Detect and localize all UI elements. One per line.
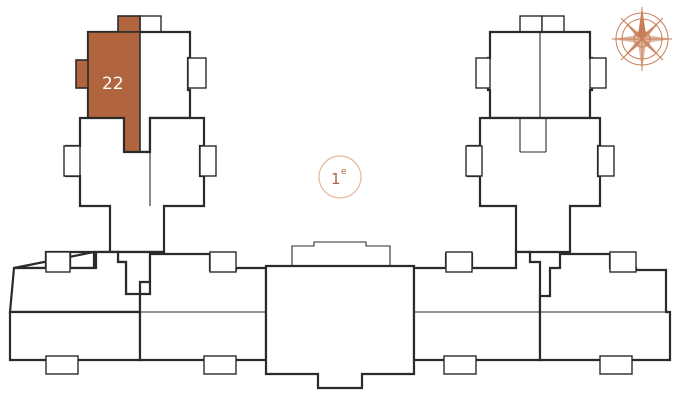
unit-middle-right-outline[interactable]	[466, 116, 602, 254]
balcony-box	[139, 15, 162, 33]
unit-connector-left[interactable]	[138, 252, 268, 362]
balcony-box	[45, 251, 71, 273]
right-wing	[412, 15, 672, 375]
balcony-box	[519, 15, 543, 33]
unit-lower-left-front[interactable]	[8, 310, 142, 362]
unit-connector-right[interactable]	[412, 250, 542, 362]
center-core: 1 e	[264, 155, 416, 390]
compass-rose-icon	[612, 7, 672, 71]
balcony-box	[45, 355, 79, 375]
balcony-box	[609, 251, 637, 273]
balcony-box	[589, 57, 607, 89]
balcony-box	[209, 251, 237, 273]
floor-circle	[318, 155, 362, 199]
left-wing: 22	[8, 15, 268, 375]
balcony-box	[599, 355, 633, 375]
unit-22-balcony	[117, 15, 141, 33]
balcony-box	[445, 251, 473, 273]
balcony-box	[475, 57, 491, 89]
balcony-box	[465, 145, 483, 177]
balcony-box	[541, 15, 565, 33]
floor-indicator: 1 e	[318, 155, 362, 199]
core-top-outline	[291, 241, 391, 266]
core-block[interactable]	[264, 264, 416, 390]
balcony-box	[199, 145, 217, 177]
balcony-box	[63, 145, 81, 177]
unit-lower-right-block[interactable]	[538, 252, 672, 362]
balcony-box	[203, 355, 237, 375]
floor-number: 1	[331, 170, 341, 188]
unit-22-label: 22	[102, 74, 124, 94]
floor-suffix: e	[341, 167, 347, 177]
balcony-box	[187, 57, 207, 89]
balcony-box	[597, 145, 615, 177]
balcony-box	[443, 355, 477, 375]
